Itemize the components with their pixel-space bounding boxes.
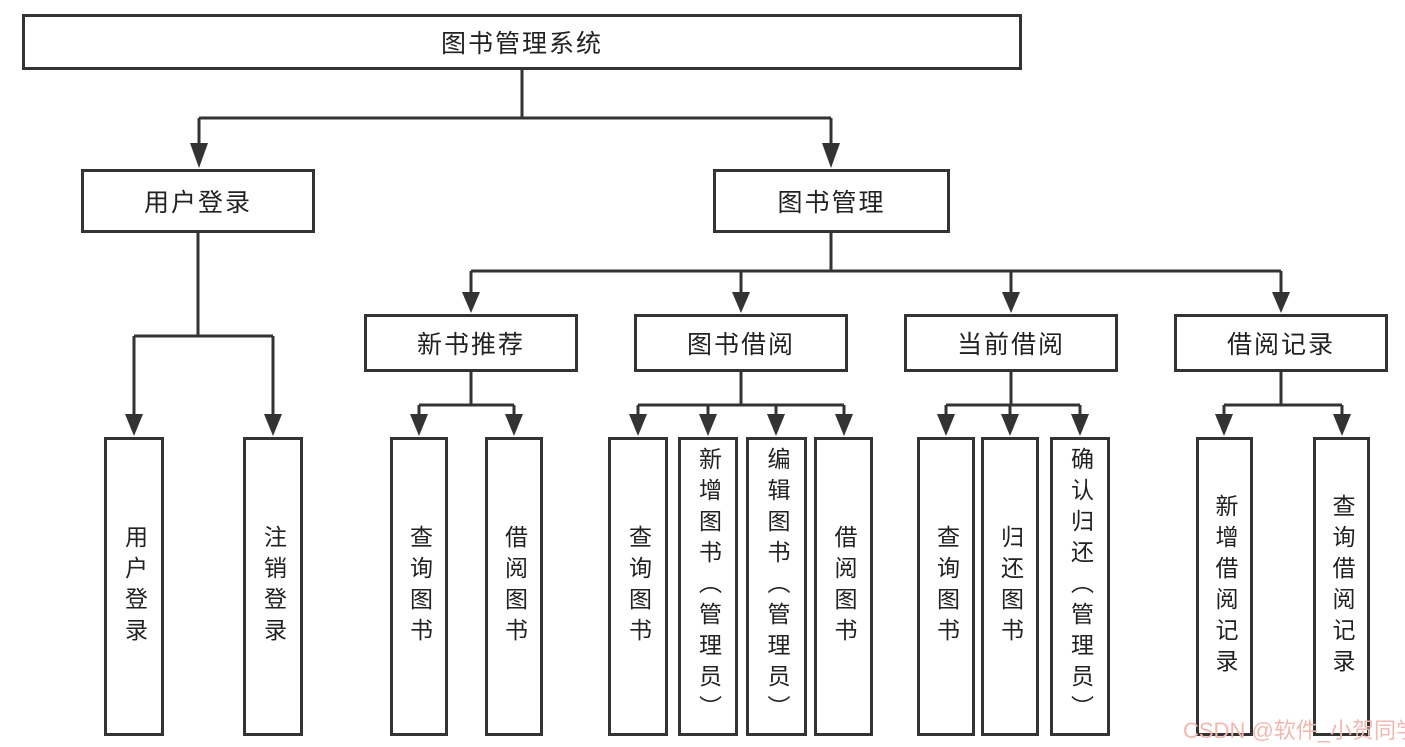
node-book-management: 图书管理 [713,169,950,233]
leaf-add-borrow-record: 新增借阅记录 [1196,437,1253,736]
leaf-borrow-books-1: 借阅图书 [485,437,543,736]
leaf-borrow-books-2: 借阅图书 [814,437,873,736]
node-new-book-recommendation: 新书推荐 [364,314,578,372]
leaf-edit-book-admin-label: 编辑图书（管理员） [764,447,790,726]
watermark: CSDN @软件_小贺同学 [1183,718,1405,743]
leaf-logout: 注销登录 [243,437,303,736]
leaf-query-books-2-label: 查询图书 [625,524,652,649]
leaf-confirm-return-admin-label: 确认归还（管理员） [1067,447,1094,726]
leaf-query-books-3: 查询图书 [917,437,975,736]
leaf-borrow-books-1-label: 借阅图书 [501,524,528,649]
leaf-confirm-return-admin: 确认归还（管理员） [1050,437,1110,736]
leaf-user-login-label: 用户登录 [121,524,148,649]
node-current-borrowing-label: 当前借阅 [956,331,1065,359]
leaf-borrow-books-2-label: 借阅图书 [831,524,857,649]
node-new-book-recommendation-label: 新书推荐 [416,331,525,359]
node-current-borrowing: 当前借阅 [904,314,1118,372]
node-book-borrowing-label: 图书借阅 [686,331,795,359]
leaf-query-borrow-record-label: 查询借阅记录 [1329,493,1355,680]
leaf-return-books-label: 归还图书 [997,524,1024,649]
node-user-login: 用户登录 [81,169,315,233]
leaf-add-borrow-record-label: 新增借阅记录 [1212,493,1238,680]
leaf-add-book-admin-label: 新增图书（管理员） [695,447,722,726]
node-user-login-label: 用户登录 [143,189,252,217]
node-root: 图书管理系统 [22,14,1022,70]
leaf-query-books-1: 查询图书 [390,437,448,736]
leaf-add-book-admin: 新增图书（管理员） [678,437,738,736]
leaf-user-login: 用户登录 [104,437,164,736]
leaf-query-borrow-record: 查询借阅记录 [1313,437,1370,736]
node-borrowing-records-label: 借阅记录 [1226,331,1335,359]
leaf-edit-book-admin: 编辑图书（管理员） [746,437,807,736]
node-book-borrowing: 图书借阅 [634,314,848,372]
node-root-label: 图书管理系统 [440,30,603,58]
leaf-return-books: 归还图书 [981,437,1039,736]
node-book-management-label: 图书管理 [777,189,886,217]
leaf-query-books-2: 查询图书 [608,437,668,736]
leaf-query-books-1-label: 查询图书 [406,524,433,649]
node-borrowing-records: 借阅记录 [1174,314,1388,372]
leaf-query-books-3-label: 查询图书 [933,524,960,649]
leaf-logout-label: 注销登录 [260,524,287,649]
